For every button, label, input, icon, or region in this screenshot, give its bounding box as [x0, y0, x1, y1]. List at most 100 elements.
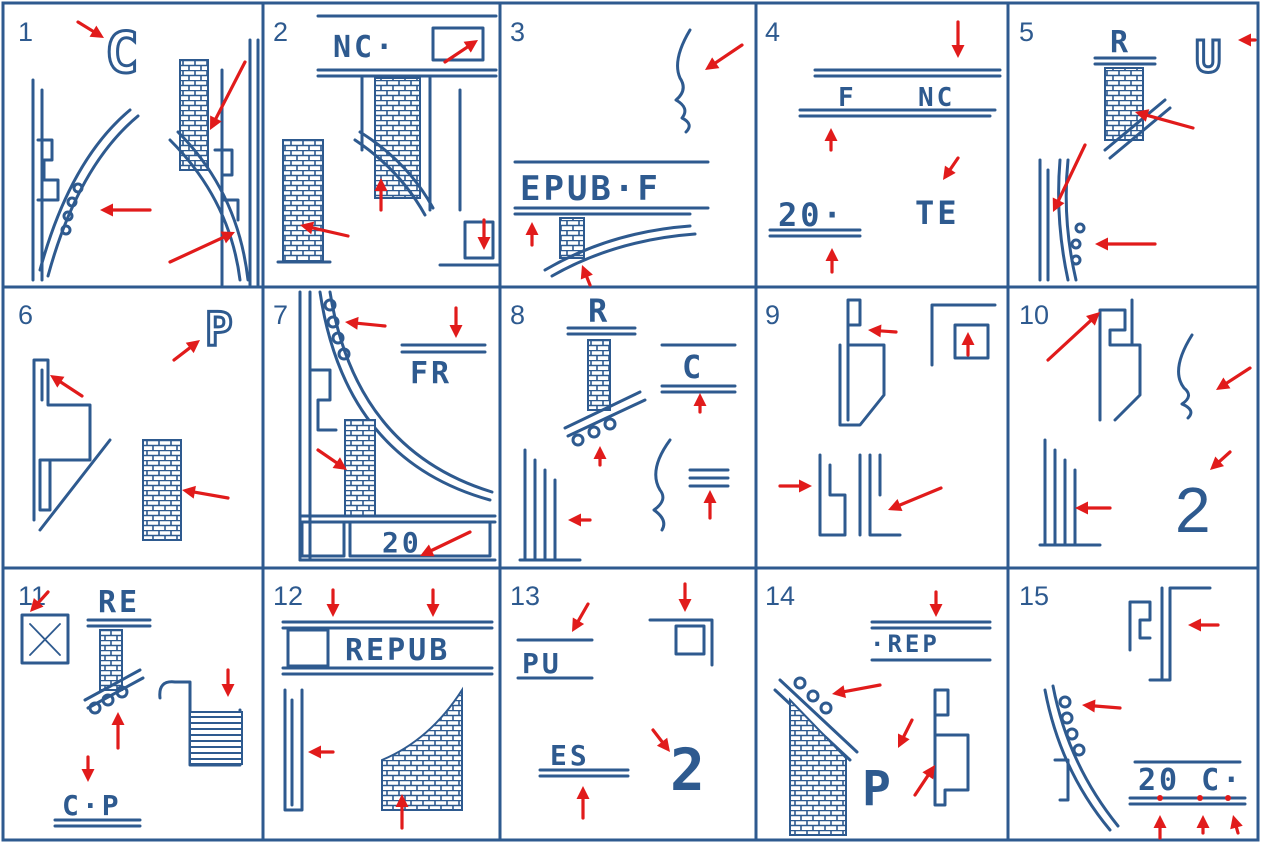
panel-14-legend-rep: ·REP	[870, 630, 940, 658]
panel-number-7: 7	[273, 300, 288, 330]
panel-1-drawing: C	[33, 21, 258, 285]
arrow-shaft	[358, 323, 385, 326]
red-pointer-arrow	[915, 765, 935, 795]
arrow-head	[1154, 815, 1167, 828]
panel-10-drawing: 2	[1040, 300, 1214, 546]
arrow-shaft	[1220, 452, 1230, 461]
arrow-head	[825, 128, 838, 141]
red-pointer-arrow	[1075, 502, 1110, 515]
arrow-head	[308, 746, 321, 759]
red-pointer-arrow	[174, 340, 200, 360]
arrow-shaft	[78, 22, 93, 31]
red-pointer-arrow	[526, 222, 539, 245]
arrow-head	[112, 712, 125, 725]
red-pointer-arrow	[572, 604, 588, 632]
red-pointer-arrow	[308, 746, 333, 759]
arrow-head	[1095, 238, 1108, 251]
red-pointer-arrow	[1197, 815, 1210, 833]
arrow-shaft	[1236, 828, 1238, 833]
panel-7-legend-20: 20	[382, 526, 422, 559]
arrow-head	[526, 222, 539, 235]
red-pointer-arrow	[1095, 238, 1155, 251]
arrow-head	[577, 786, 590, 799]
panel-number-5: 5	[1019, 17, 1034, 47]
arrow-head	[427, 604, 440, 617]
red-pointer-arrow	[478, 220, 491, 250]
red-pointer-arrow	[832, 685, 880, 698]
panel-7-legend-fr: FR	[410, 356, 452, 391]
red-pointer-arrow	[427, 590, 440, 617]
red-pointer-arrow	[170, 232, 235, 262]
arrow-head	[182, 486, 196, 499]
panel-8-drawing: R C	[520, 292, 735, 560]
panel-15-legend-20c: 20 C·	[1138, 763, 1243, 798]
red-pointer-arrow	[577, 786, 590, 818]
arrow-shaft	[587, 277, 590, 285]
red-pointer-arrow	[930, 592, 943, 617]
panel-4-drawing: F NC 20· TE	[770, 70, 1000, 236]
red-pointer-arrow	[1188, 619, 1218, 632]
arrow-head	[478, 237, 491, 250]
panel-14-legend-p: P	[862, 761, 891, 817]
panel-5-drawing: R U	[1040, 25, 1225, 280]
arrow-head	[594, 446, 607, 459]
arrow-shaft	[845, 685, 880, 692]
red-pointer-arrow	[82, 757, 95, 782]
panel-number-2: 2	[273, 17, 288, 47]
panel-4-legend-nc: NC	[918, 83, 955, 113]
arrow-head	[327, 604, 340, 617]
arrow-head	[705, 57, 719, 70]
panel-4-legend-te: TE	[915, 194, 960, 232]
red-pointer-arrow	[1082, 700, 1120, 713]
panel-13-legend-2: 2	[670, 736, 705, 804]
arrow-head	[568, 514, 581, 527]
panel-number-3: 3	[510, 17, 525, 47]
arrow-head	[868, 324, 881, 337]
arrow-head	[826, 248, 839, 261]
panel-4-legend-20: 20·	[778, 196, 845, 234]
panel-11-legend-cp: C·P	[62, 789, 122, 822]
red-pointer-arrow	[704, 490, 717, 518]
arrow-head	[1230, 815, 1243, 829]
arrow-shaft	[915, 776, 928, 795]
panel-8-legend-r: R	[588, 292, 610, 330]
panel-10-legend-2: 2	[1175, 474, 1214, 546]
red-pointer-arrow	[888, 488, 941, 511]
arrow-shaft	[318, 450, 336, 463]
panel-number-4: 4	[765, 17, 780, 47]
panel-number-1: 1	[18, 17, 33, 47]
arrow-shaft	[904, 720, 912, 736]
arrow-shaft	[900, 488, 941, 505]
arrow-head	[100, 204, 113, 217]
red-pointer-arrow	[222, 670, 235, 697]
panel-number-10: 10	[1019, 300, 1049, 330]
arrow-head	[962, 332, 975, 345]
panel-3-legend-epub-f: EPUB·F	[520, 169, 661, 209]
arrow-head	[704, 490, 717, 503]
panel-5-legend-u: U	[1195, 32, 1225, 83]
arrow-head	[345, 317, 359, 330]
red-pointer-arrow	[450, 308, 463, 338]
arrow-head	[1238, 34, 1251, 47]
red-pointer-arrow	[705, 45, 742, 70]
arrow-shaft	[61, 382, 82, 396]
arrow-head	[679, 599, 692, 612]
red-pointer-arrow	[182, 486, 228, 499]
arrow-shaft	[950, 158, 958, 169]
panel-13-legend-pu: PU	[522, 647, 562, 680]
arrow-shaft	[170, 237, 223, 262]
panel-number-15: 15	[1019, 581, 1049, 611]
red-pointer-arrow	[1154, 815, 1167, 838]
red-pointer-arrow	[100, 204, 150, 217]
arrow-shaft	[716, 45, 742, 63]
red-pointer-arrow	[694, 393, 707, 412]
panel-1-legend-c: C	[105, 21, 142, 86]
arrow-shaft	[432, 532, 470, 550]
panel-6-drawing: P	[34, 302, 236, 540]
panel-number-14: 14	[765, 581, 795, 611]
red-pointer-arrow	[327, 590, 340, 617]
panel-11-drawing: RE C·P	[22, 585, 242, 826]
red-pointer-arrow	[1238, 34, 1255, 47]
arrow-head	[222, 684, 235, 697]
